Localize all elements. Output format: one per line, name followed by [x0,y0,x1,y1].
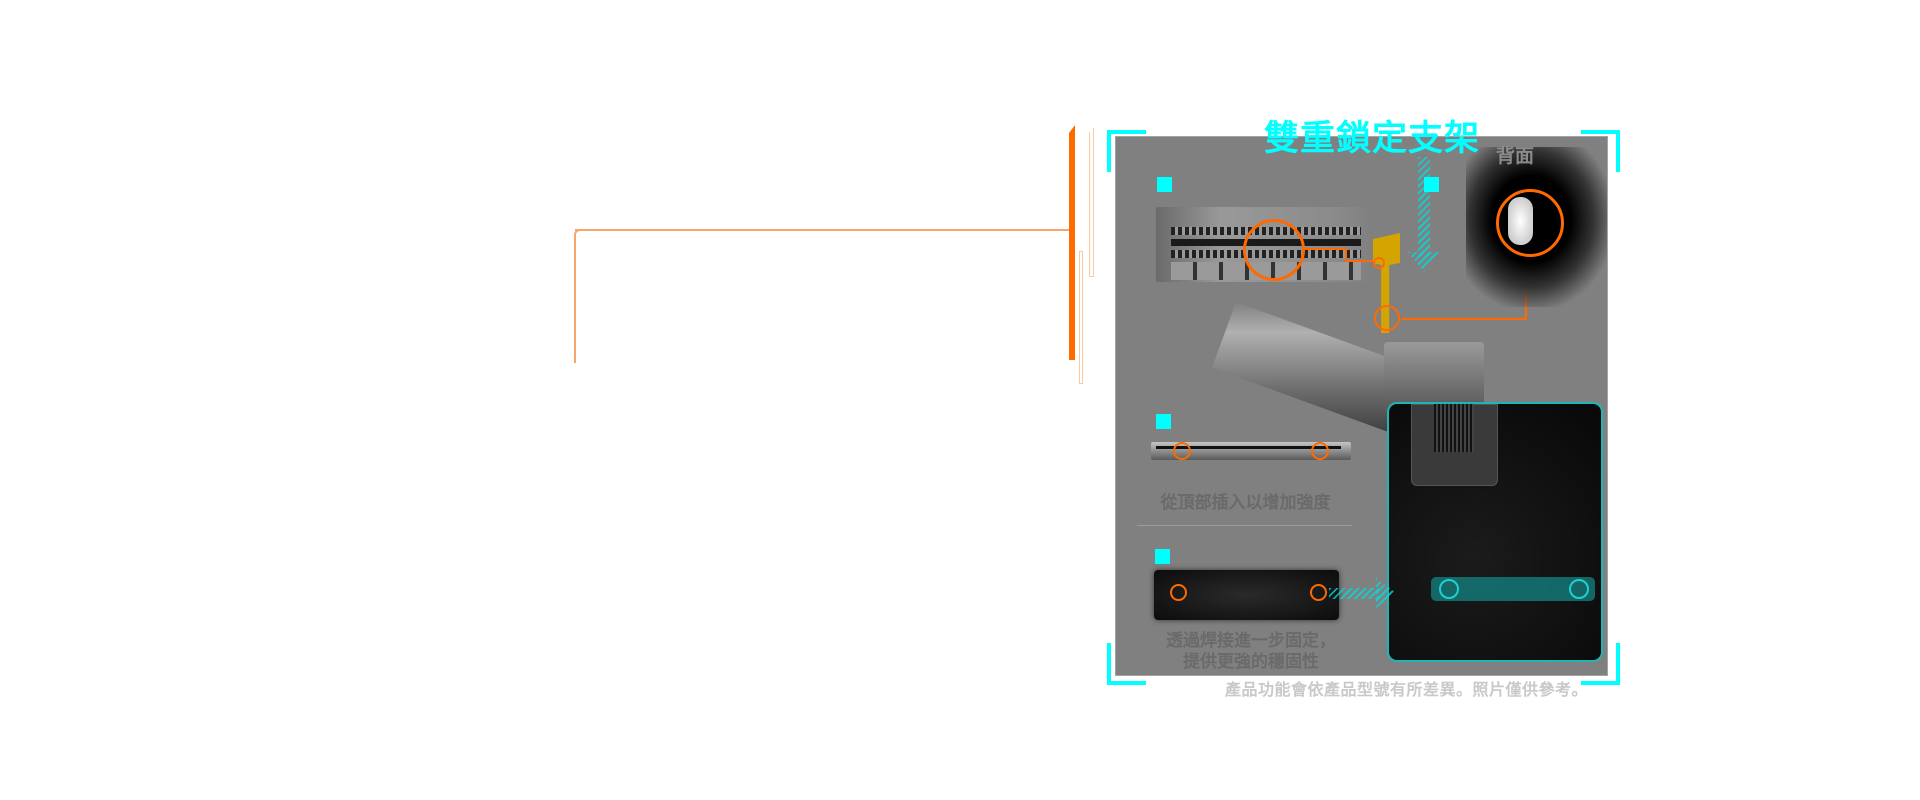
highlight-ring-icon [1311,442,1329,460]
highlight-ring-icon [1569,579,1589,599]
caption-solder-line2: 提供更強的穩固性 [1183,652,1319,672]
orange-frame-left-line [574,236,576,363]
feature-image-panel: 背面 從頂部插入以增加強度 透過焊接進一步固定， 提供更強的穩固性 [1115,136,1608,676]
orange-frame-corner [574,229,588,243]
motherboard-view [1387,402,1603,662]
corner-bracket-top-left [1107,130,1146,172]
orange-accent-bar [1069,125,1075,360]
hidden-label: 背面 [1496,145,1535,167]
disclaimer-text: 產品功能會依產品型號有所差異。照片僅供參考。 [1225,680,1589,699]
bullet-square-icon [1157,177,1172,192]
caption-top-insert: 從頂部插入以增加強度 [1160,493,1331,513]
highlight-ring-icon [1374,305,1400,331]
highlight-ring-icon [1310,584,1327,601]
highlight-ring-icon [1373,257,1385,269]
highlight-ring-icon [1439,579,1459,599]
right-arrow-icon [1329,588,1379,599]
bullet-square-icon [1156,414,1171,429]
bullet-square-icon [1155,549,1170,564]
caption-solder-line1: 透過焊接進一步固定， [1166,631,1336,651]
down-arrow-icon [1418,157,1430,257]
corner-bracket-bottom-left [1107,643,1146,685]
highlight-ring-icon [1496,189,1564,257]
orange-thin-line [1079,251,1083,384]
highlight-ring-icon [1170,584,1187,601]
section-divider [1137,525,1352,526]
orange-frame-top-line [575,229,1075,231]
feature-title: 雙重鎖定支架 [1263,119,1480,159]
corner-bracket-top-right [1581,130,1620,172]
bullet-square-icon [1424,177,1439,192]
orange-thin-line [1089,127,1094,277]
highlight-ring-icon [1243,219,1305,281]
highlight-ring-icon [1173,442,1191,460]
corner-bracket-bottom-right [1581,643,1620,685]
